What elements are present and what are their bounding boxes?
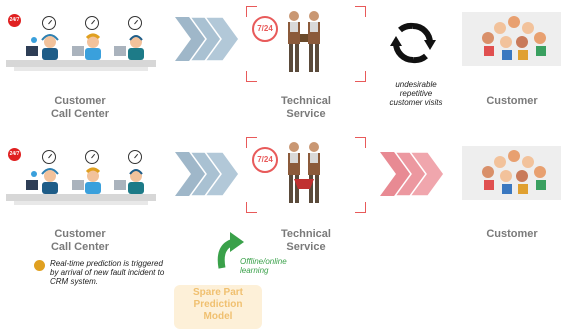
label-line: Prediction [193,299,243,310]
label-line: Service [286,241,326,253]
curved-arrow-icon [217,232,244,269]
label-line: Service [286,108,326,120]
call-center-illustration-1: 24/7 [6,8,156,71]
technicians-icon [288,142,320,203]
customer-group-illustration-1 [462,12,561,66]
bracket-corner [355,71,366,82]
chevron-arrows-icon [175,152,239,196]
spare-part-prediction-model: Spare Part Prediction Model [174,285,262,329]
customers-icon [482,16,546,60]
technical-service-label: Technical Service [266,95,346,121]
chevron-arrows-icon [380,152,444,196]
bell-icon [34,260,45,271]
bracket-corner [246,6,257,17]
note-line: CRM system. [50,277,98,286]
desk-shadow [14,67,148,71]
desk [6,194,156,201]
label-line: learning [240,266,269,275]
label-line: Call Center [50,108,110,120]
desk [6,60,156,67]
technical-service-illustration-1: 7/24 [246,6,366,82]
bracket-corner [355,202,366,213]
label-line: Spare Part [192,287,244,298]
note-line: Real-time prediction is triggered [50,259,163,268]
bracket-corner [246,202,257,213]
service-hours-badge: 7/24 [252,16,278,42]
label-line: Offline/online [240,257,287,266]
note-line: undesirable [395,80,437,89]
note-line: by arrival of new fault incident to [50,268,165,277]
label-line: Technical [281,228,331,240]
customer-label: Customer [486,228,538,240]
clock-icon [85,16,99,30]
service-hours-badge: 7/24 [252,147,278,173]
customers-icon [482,150,546,194]
bracket-corner [246,137,257,148]
call-center-illustration-2: 24/7 [6,142,156,205]
call-center-agents [26,33,144,60]
bracket-corner [355,137,366,148]
label-line: Customer [54,95,106,107]
bracket-corner [355,6,366,17]
call-center-label: Customer Call Center [40,95,120,121]
chevron-arrows-icon [175,17,239,61]
realtime-prediction-note: Real-time prediction is triggered by arr… [50,259,170,286]
badge-247: 24/7 [8,14,21,27]
call-center-agents [26,167,144,194]
technical-service-label: Technical Service [266,228,346,254]
label-line: Model [203,311,233,322]
customer-label: Customer [486,95,538,107]
customer-group-illustration-2 [462,146,561,200]
clock-icon [42,16,56,30]
refresh-icon [390,22,436,64]
label-line: Call Center [50,241,110,253]
badge-247: 24/7 [8,148,21,161]
note-line: repetitive [399,89,433,98]
desk-shadow [14,201,148,205]
undesirable-visits-note: undesirable repetitive customer visits [378,80,454,107]
learning-label: Offline/online learning [240,257,310,275]
clock-icon [85,150,99,164]
technicians-icon [288,11,320,72]
label-line: Customer [54,228,106,240]
bracket-corner [246,71,257,82]
call-center-label: Customer Call Center [40,228,120,254]
technical-service-illustration-2: 7/24 [246,137,366,213]
label-line: Technical [281,95,331,107]
clock-icon [42,150,56,164]
clock-icon [128,16,142,30]
clock-icon [128,150,142,164]
note-line: customer visits [389,98,443,107]
